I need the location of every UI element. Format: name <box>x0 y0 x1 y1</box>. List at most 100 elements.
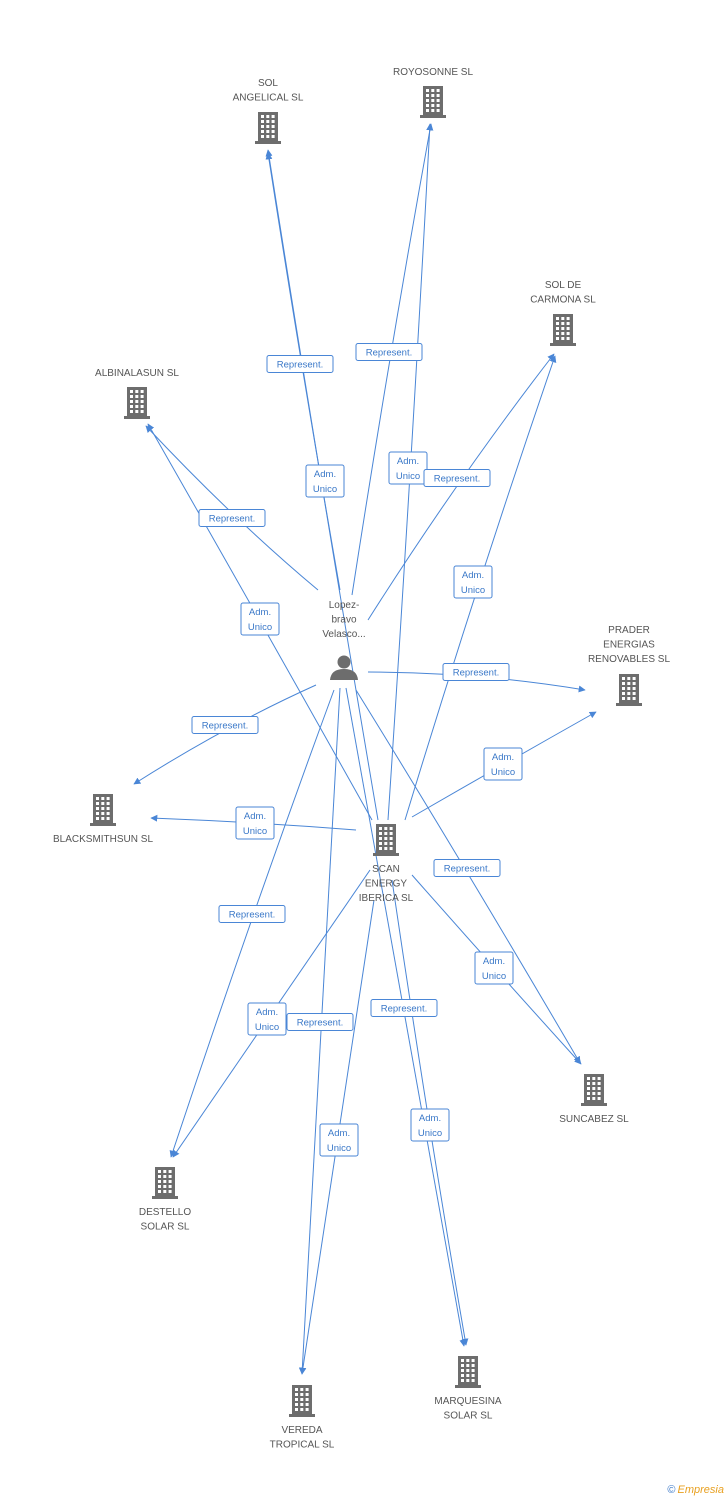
node-marquesina[interactable]: MARQUESINA SOLAR SL <box>434 1356 502 1422</box>
node-person[interactable]: Lopez-bravoVelasco... <box>322 600 366 680</box>
node-vereda[interactable]: VEREDA TROPICAL SL <box>270 1385 335 1451</box>
edge-label-text: Unico <box>248 622 272 633</box>
node-label: SUNCABEZ SL <box>559 1114 629 1125</box>
node-label: ALBINALASUN SL <box>95 368 179 379</box>
edge-label-text: Adm. <box>244 811 266 822</box>
edge-label-text: Adm. <box>483 956 505 967</box>
edge-label-box <box>247 1002 287 1036</box>
node-sol_angelical[interactable]: SOL ANGELICAL SL <box>233 78 304 144</box>
node-label: SOLAR SL <box>444 1411 493 1422</box>
edge-label-box <box>286 1013 354 1031</box>
node-label: SCAN <box>372 864 400 875</box>
edge-label-text: Unico <box>396 471 420 482</box>
edge-label-person-to-prader[interactable]: Represent. <box>442 663 510 681</box>
edge-label-person-to-vereda[interactable]: Represent. <box>286 1013 354 1031</box>
edge-label-text: Adm. <box>492 752 514 763</box>
node-blacksmithsun[interactable]: BLACKSMITHSUN SL <box>53 794 153 845</box>
edge-label-text: Adm. <box>328 1128 350 1139</box>
edge-label-text: Adm. <box>419 1113 441 1124</box>
node-label: ENERGY <box>365 879 408 890</box>
edge-person-to-albinalasun <box>145 425 319 591</box>
node-scan[interactable]: SCAN ENERGY IBERICA SL <box>359 824 414 904</box>
edge-label-scan-to-sol_angelical[interactable]: Adm.Unico <box>305 464 345 498</box>
edge-label-box <box>370 999 438 1017</box>
edge-label-person-to-blacksmithsun[interactable]: Represent. <box>191 716 259 734</box>
edge-label-text: Unico <box>255 1022 279 1033</box>
building-icon <box>420 86 446 118</box>
edge-label-box <box>266 355 334 373</box>
edge-label-box <box>355 343 423 361</box>
edge-label-scan-to-albinalasun[interactable]: Adm. Unico <box>240 602 280 636</box>
edge-label-text: Adm. <box>462 570 484 581</box>
edge-label-scan-to-destello[interactable]: Adm.Unico <box>247 1002 287 1036</box>
edge-label-text: Unico <box>491 767 515 778</box>
edge-label-box <box>453 565 493 599</box>
node-label: IBERICA SL <box>359 893 414 904</box>
edge-label-text: Represent. <box>434 474 480 485</box>
node-albinalasun[interactable]: ALBINALASUN SL <box>95 368 179 419</box>
edge-label-box <box>235 806 275 840</box>
edge-label-person-to-suncabez[interactable]: Represent. <box>433 859 501 877</box>
copyright-icon: © <box>667 1484 676 1496</box>
building-icon <box>581 1074 607 1106</box>
edge-label-scan-to-royosonne[interactable]: Adm. Unico <box>388 451 428 485</box>
node-label: BLACKSMITHSUN SL <box>53 834 153 845</box>
node-prader[interactable]: PRADER ENERGIAS RENOVABLES SL <box>588 625 671 706</box>
building-icon <box>289 1385 315 1417</box>
node-sol_carmona[interactable]: SOL DE CARMONA SL <box>530 280 596 346</box>
edge-label-text: Adm. <box>249 607 271 618</box>
edge-label-person-to-sol_angelical[interactable]: Represent. <box>266 355 334 373</box>
edge-label-person-to-marquesina[interactable]: Represent. <box>370 999 438 1017</box>
node-label: Velasco... <box>322 629 365 640</box>
node-label: SOLAR SL <box>141 1222 190 1233</box>
edge-label-text: Represent. <box>444 864 490 875</box>
edge-label-text: Represent. <box>366 348 412 359</box>
node-label: ROYOSONNE SL <box>393 67 473 78</box>
node-label: ENERGIAS <box>603 640 655 651</box>
edge-label-text: Adm. <box>397 456 419 467</box>
node-label: Lopez- <box>329 600 360 611</box>
node-label: CARMONA SL <box>530 295 596 306</box>
edge-label-box <box>198 509 266 527</box>
building-icon <box>124 387 150 419</box>
node-label: TROPICAL SL <box>270 1440 335 1451</box>
edge-label-box <box>423 469 491 487</box>
edge-label-box <box>218 905 286 923</box>
edge-label-box <box>483 747 523 781</box>
edge-label-text: Unico <box>482 971 506 982</box>
edge-label-box <box>388 451 428 485</box>
edge-label-scan-to-marquesina[interactable]: Adm.Unico <box>410 1108 450 1142</box>
node-label: MARQUESINA <box>434 1396 502 1407</box>
edge-label-text: Adm. <box>314 469 336 480</box>
node-label: ANGELICAL SL <box>233 93 304 104</box>
node-label: bravo <box>331 615 356 626</box>
building-icon <box>550 314 576 346</box>
edge-label-box <box>319 1123 359 1157</box>
node-suncabez[interactable]: SUNCABEZ SL <box>559 1074 629 1125</box>
node-label: SOL <box>258 78 278 89</box>
building-icon <box>255 112 281 144</box>
edge-label-text: Unico <box>243 826 267 837</box>
edge-label-scan-to-sol_carmona[interactable]: Adm.Unico <box>453 565 493 599</box>
edge-person-to-blacksmithsun <box>133 684 317 785</box>
edge-label-scan-to-suncabez[interactable]: Adm. Unico <box>474 951 514 985</box>
edge-label-scan-to-blacksmithsun[interactable]: Adm. Unico <box>235 806 275 840</box>
node-royosonne[interactable]: ROYOSONNE SL <box>393 67 473 118</box>
node-label: SOL DE <box>545 280 582 291</box>
edge-label-box <box>433 859 501 877</box>
building-icon <box>455 1356 481 1388</box>
edge-label-text: Represent. <box>202 721 248 732</box>
edge-label-text: Represent. <box>209 514 255 525</box>
edge-label-scan-to-prader[interactable]: Adm. Unico <box>483 747 523 781</box>
node-label: VEREDA <box>281 1425 322 1436</box>
node-label: PRADER <box>608 625 650 636</box>
edge-label-scan-to-vereda[interactable]: Adm.Unico <box>319 1123 359 1157</box>
edge-label-person-to-albinalasun[interactable]: Represent. <box>198 509 266 527</box>
edge-label-person-to-destello[interactable]: Represent. <box>218 905 286 923</box>
edge-label-person-to-sol_carmona[interactable]: Represent. <box>423 469 491 487</box>
node-label: RENOVABLES SL <box>588 654 671 665</box>
building-icon <box>152 1167 178 1199</box>
edge-label-box <box>191 716 259 734</box>
edge-label-person-to-royosonne[interactable]: Represent. <box>355 343 423 361</box>
